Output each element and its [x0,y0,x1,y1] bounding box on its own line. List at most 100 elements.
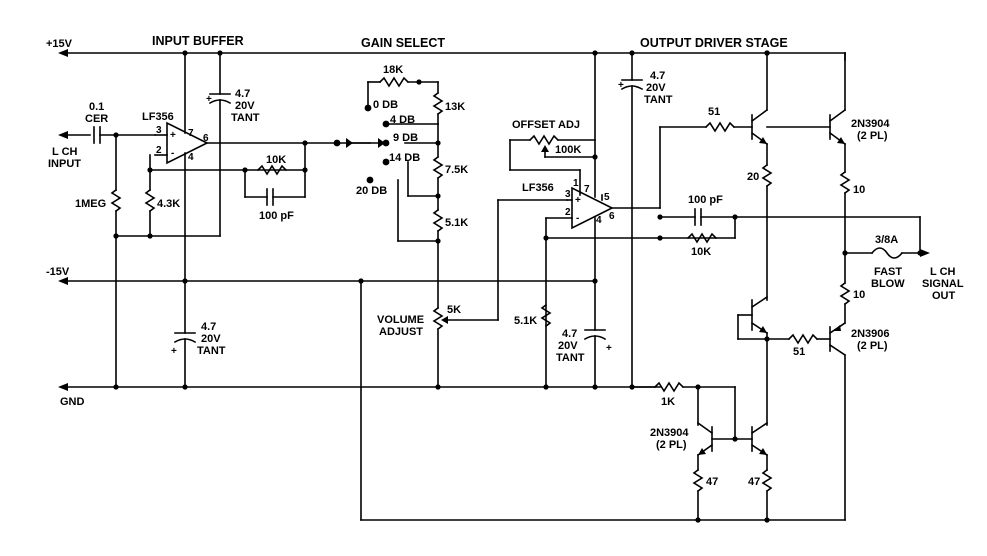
vol-label-2: ADJUST [379,326,423,338]
opamp2-pin-4: 4 [596,215,602,226]
q-npn-bot-label-1: 2N3904 [650,427,689,439]
driver-c-100pf-label: 100 pF [688,194,723,206]
output-label-1: L CH [930,266,956,278]
driver-r-1k-label: 1K [661,396,675,408]
current-mirror: 2N3904 (2 PL) 47 47 [650,386,773,523]
r-47-right-label: 47 [748,476,760,488]
driver-r-10-top-label: 10 [853,184,865,196]
vol-label-1: VOLUME [377,314,424,326]
gain-r-13k-label: 13K [445,101,465,113]
buffer-tant-top: + 4.7 20V TANT [206,50,260,124]
input-label-1: L CH [52,146,78,158]
q-pnp-label-1: 2N3906 [851,328,890,340]
buffer-pin-7: 7 [188,128,194,139]
opamp2-tant-top-3: TANT [644,94,673,106]
opamp2-feedback: 5.1K 100 pF 10K [514,194,921,390]
opamp2-tant-bot-2: 20V [558,340,578,352]
driver-r-10-top: 10 [839,170,865,256]
pos-rail-label: +15V [46,38,73,50]
driver-r-51-top: 51 [704,106,753,133]
resistor-1meg: 1MEG [75,132,122,390]
gain-select-header: GAIN SELECT [361,36,445,50]
opamp2-tant-top-plus: + [618,80,624,91]
input-cap-value: 0.1 [89,101,104,113]
buffer-tant-top-1: 4.7 [235,88,250,100]
pos-15v-rail: +15V [46,38,846,57]
opamp2-pin-1: 1 [573,178,579,189]
input-terminal: L CH INPUT [48,131,91,170]
offset-adjust-pot[interactable]: OFFSET ADJ 100K [509,119,598,196]
r-1meg-label: 1MEG [75,198,106,210]
opamp2-pin-7: 7 [584,184,590,195]
fuse-label-1: 3/8A [875,234,898,246]
q3-vbe-transistor [737,295,790,426]
gain-r-5k1-label: 5.1K [445,217,468,229]
buffer-c-100pf-label: 100 pF [259,210,294,222]
gain-r-7k5-label: 7.5K [445,164,468,176]
input-cap-type: CER [85,113,108,125]
fuse-label-2: FAST [874,266,902,278]
driver-r-10-bot-label: 10 [853,289,865,301]
q-pnp-label-2: (2 PL) [857,340,888,352]
driver-r-51-bot-label: 51 [793,346,805,358]
second-opamp: + - LF356 1 7 5 3 2 4 6 [522,50,707,331]
opamp2-tant-bot-3: TANT [556,352,585,364]
gain-selector-switch[interactable]: 0 DB 4 DB 9 DB 14 DB 20 DB [333,99,421,197]
input-coupling-capacitor: 0.1 CER [85,101,156,144]
driver-r-51-bot: 51 [787,333,831,358]
gain-20db-label: 20 DB [356,185,387,197]
buffer-pin-6: 6 [203,133,209,144]
r-47-left-label: 47 [706,476,718,488]
output-label-3: OUT [932,290,956,302]
buffer-pin-3: 3 [156,125,162,136]
vol-pot-value: 5K [447,304,461,316]
driver-r-1k: 1K [631,381,736,408]
gain-14db-label: 14 DB [389,152,420,164]
buffer-minus-sign: - [171,148,174,159]
gain-ladder: 18K 13K 7.5K 5.1K [367,64,468,309]
buffer-plus-sign: + [170,130,176,141]
opamp2-minus-sign: - [576,213,579,224]
gain-0db-label: 0 DB [373,99,398,111]
driver-r-10-bot: 10 [839,252,865,324]
volume-adjust-pot[interactable]: 5K VOLUME ADJUST [377,199,568,390]
r-4k3-label: 4.3K [157,198,180,210]
opamp2-tant-top: + 4.7 20V TANT [618,50,673,390]
neg-rail-return [358,278,846,521]
opamp2-tant-top-2: 20V [646,82,666,94]
buffer-tant-top-2: 20V [235,100,255,112]
q4-pnp-output: 2N3906 (2 PL) [828,321,890,521]
driver-r-20: 20 [747,163,773,301]
buffer-feedback: 4.3K 10K 100 pF [115,99,336,239]
buffer-tant-bot-1: 4.7 [201,321,216,333]
input-buffer-header: INPUT BUFFER [152,34,244,48]
q-npn-top-label-1: 2N3904 [851,118,890,130]
opamp2-tant-bottom: + 4.7 20V TANT [556,278,612,390]
opamp2-label: LF356 [522,182,554,194]
opamp2-plus-sign: + [575,195,581,206]
output-label-2: SIGNAL [922,278,964,290]
offset-adj-label: OFFSET ADJ [512,119,580,131]
opamp2-pin-6: 6 [609,211,615,222]
opamp2-pin-3: 3 [565,189,571,200]
fuse-label-3: BLOW [871,278,905,290]
q-npn-bot-label-2: (2 PL) [656,439,687,451]
q-npn-top-label-2: (2 PL) [857,130,888,142]
buffer-r-10k-label: 10K [266,154,286,166]
output-driver-header: OUTPUT DRIVER STAGE [640,36,788,50]
neg-15v-rail: -15V [46,266,596,285]
q2-npn-output: 2N3904 (2 PL) [828,52,890,173]
buffer-pin-4: 4 [188,152,194,163]
q1-npn-transistor [750,50,831,166]
gain-4db-label: 4 DB [390,114,415,126]
buffer-opamp-label: LF356 [142,111,174,123]
output-fuse: 3/8A FAST BLOW L CH SIGNAL OUT [844,216,964,302]
gnd-rail: GND [58,383,661,408]
driver-r-20-label: 20 [747,171,759,183]
neg-rail-label: -15V [46,266,70,278]
opamp2-pin-2: 2 [565,207,571,218]
buffer-tant-top-3: TANT [231,112,260,124]
buffer-tant-bot-3: TANT [197,345,226,357]
